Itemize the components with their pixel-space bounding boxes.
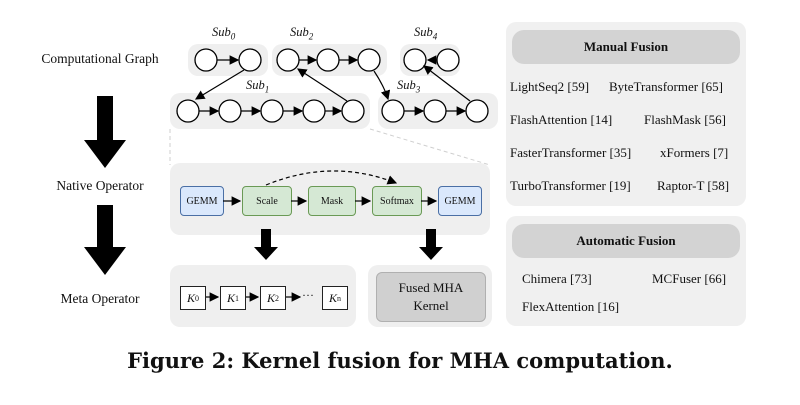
- figure-caption: Figure 2: Kernel fusion for MHA computat…: [127, 348, 673, 373]
- label-meta-operator-text: Meta Operator: [60, 291, 140, 306]
- ref-item: LightSeq2 [59]: [510, 79, 590, 94]
- mask-op-label: Mask: [320, 195, 344, 207]
- k1-idx: 1: [235, 293, 239, 303]
- sub1-label-base: Sub: [246, 78, 265, 92]
- sub4-label-idx: 4: [432, 31, 438, 42]
- fused-mha-kernel: Fused MHA Kernel: [376, 272, 486, 322]
- down-arrow-icon-2: [84, 205, 126, 275]
- sub4-label: Sub4: [414, 25, 437, 42]
- manual-fusion-title: Manual Fusion: [512, 30, 740, 64]
- sub4-label-base: Sub: [414, 25, 433, 39]
- scale-op-label: Scale: [256, 195, 278, 207]
- ref-item: MCFuser [66]: [652, 271, 727, 286]
- fused-kernel-line2: Kernel: [413, 298, 449, 313]
- manual-fusion-title-text: Manual Fusion: [583, 39, 669, 54]
- ref-item: ByteTransformer [65]: [609, 79, 723, 94]
- graph-node: [403, 48, 427, 72]
- gemm-op-1-label: GEMM: [186, 195, 218, 207]
- automatic-fusion-title: Automatic Fusion: [512, 224, 740, 258]
- label-native-operator: Native Operator: [40, 177, 160, 194]
- ref-item: FasterTransformer [35]: [510, 145, 632, 160]
- meta-ellipsis: ···: [302, 288, 314, 302]
- fused-kernel-line1: Fused MHA: [398, 280, 464, 295]
- k2-base: K: [266, 290, 275, 305]
- ref-item: FlashAttention [14]: [510, 112, 613, 127]
- ref-item: TurboTransformer [19]: [510, 178, 631, 193]
- k2-idx: 2: [275, 293, 279, 303]
- ref-item: Raptor-T [58]: [657, 178, 730, 193]
- sub3-label-base: Sub: [397, 78, 416, 92]
- sub0-label-base: Sub: [212, 25, 231, 39]
- mask-op: Mask: [308, 186, 356, 216]
- sub0-label-idx: 0: [230, 31, 236, 42]
- gemm-op-2: GEMM: [438, 186, 482, 216]
- ref-item: xFormers [7]: [660, 145, 729, 160]
- sub2-label-idx: 2: [308, 31, 314, 42]
- sub3-label: Sub3: [397, 78, 420, 95]
- ref-item: Chimera [73]: [522, 271, 592, 286]
- kn-base: K: [328, 290, 337, 305]
- ref-item: FlashMask [56]: [644, 112, 726, 127]
- sub1-label-idx: 1: [264, 84, 270, 95]
- k0-idx: 0: [195, 293, 199, 303]
- label-computational-graph: Computational Graph: [40, 50, 160, 67]
- sub0-label: Sub0: [212, 25, 235, 42]
- kn-idx: n: [337, 293, 341, 303]
- gemm-op-2-label: GEMM: [444, 195, 476, 207]
- sub3-label-idx: 3: [415, 84, 421, 95]
- softmax-op-label: Softmax: [380, 195, 414, 207]
- label-meta-operator: Meta Operator: [40, 290, 160, 307]
- ref-item: FlexAttention [16]: [522, 299, 620, 314]
- sub1-label: Sub1: [246, 78, 269, 95]
- label-computational-graph-text: Computational Graph: [41, 51, 159, 66]
- k0-base: K: [186, 290, 195, 305]
- sub2-label: Sub2: [290, 25, 313, 42]
- sub2-label-base: Sub: [290, 25, 309, 39]
- automatic-fusion-title-text: Automatic Fusion: [576, 233, 676, 248]
- label-native-operator-text: Native Operator: [56, 178, 144, 193]
- k1-base: K: [226, 290, 235, 305]
- down-arrow-icon-1: [84, 96, 126, 168]
